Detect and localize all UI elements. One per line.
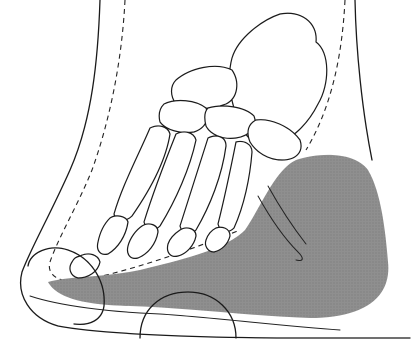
outer-outline-right — [355, 0, 372, 160]
phalanx-2 — [127, 224, 158, 258]
cuneiform-bone-1 — [159, 101, 207, 133]
distal-phalanx-1 — [70, 254, 100, 278]
phalanx-3 — [167, 228, 196, 256]
phalanx-1 — [97, 216, 128, 254]
